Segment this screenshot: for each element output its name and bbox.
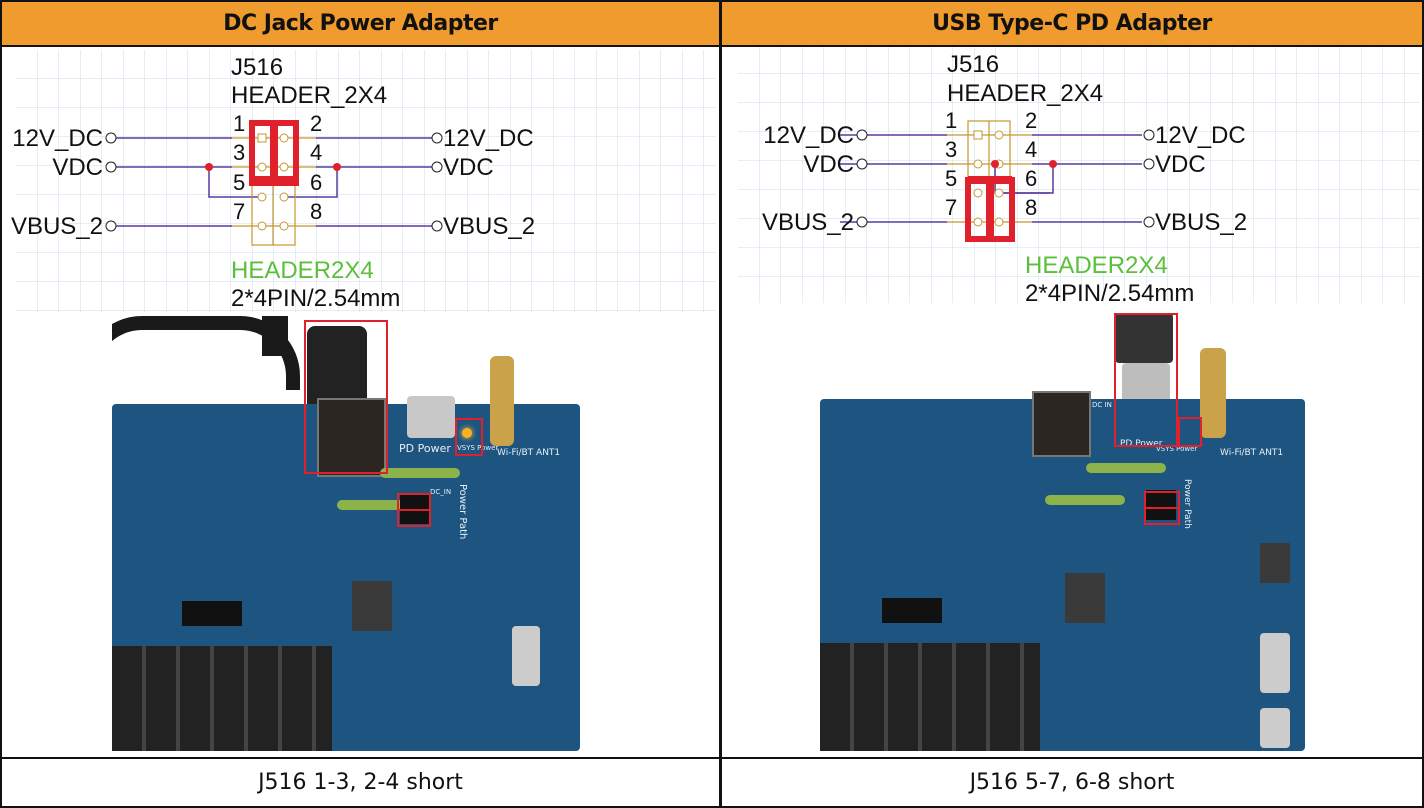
silk-dc-in: DC IN: [1092, 401, 1112, 409]
pin-label: 5: [233, 170, 245, 195]
silk-antenna: Wi-Fi/BT ANT1: [497, 448, 561, 458]
usb-c-cable: [1115, 313, 1173, 363]
silk-antenna: Wi-Fi/BT ANT1: [1220, 448, 1284, 458]
pin-label: 6: [310, 170, 322, 195]
net-label: 12V_DC: [443, 125, 534, 152]
header-dc-jack: DC Jack Power Adapter: [2, 2, 719, 47]
schematic-usb-c: J516 HEADER_2X4 1 2 3 4 5 6 7 8 12V_DC V…: [722, 45, 1422, 312]
net-label: 12V_DC: [763, 122, 854, 149]
net-label: VDC: [443, 154, 494, 181]
net-label: VDC: [803, 151, 854, 178]
dc-jack: [317, 398, 386, 477]
part-name: HEADER_2X4: [947, 80, 1103, 107]
footprint-name: HEADER2X4: [231, 257, 374, 284]
net-label: VBUS_2: [1155, 209, 1247, 236]
highlight-jumper-2: [397, 509, 431, 527]
pin-label: 8: [1025, 195, 1037, 220]
usb-c-port: [407, 396, 455, 438]
schematic-dc-jack: J516 HEADER_2X4 1 2 3 4 5 6 7 8 12V_DC V…: [2, 47, 719, 312]
highlight-led: [455, 418, 483, 456]
ref-designator: J516: [947, 51, 999, 78]
footprint-desc: 2*4PIN/2.54mm: [1025, 280, 1194, 307]
highlight-led: [1178, 417, 1202, 447]
pin-label: 3: [233, 140, 245, 165]
pin-label: 6: [1025, 166, 1037, 191]
part-name: HEADER_2X4: [231, 82, 387, 109]
board-photo-usb-c: PD Power VSYS Power Wi-Fi/BT ANT1 DC IN …: [820, 313, 1305, 751]
pin-label: 3: [945, 137, 957, 162]
ref-designator: J516: [231, 54, 283, 81]
silk-dc-in: DC_IN: [430, 488, 452, 496]
net-label: 12V_DC: [12, 125, 103, 152]
silk-power-path: Power Path: [1182, 479, 1192, 529]
highlight-usb-c-plug: [1114, 313, 1178, 447]
silk-pd-power: PD Power: [1120, 439, 1163, 449]
footprint-desc: 2*4PIN/2.54mm: [231, 285, 400, 312]
silk-power-path: Power Path: [457, 484, 468, 540]
net-label: VBUS_2: [11, 213, 103, 240]
pin-label: 7: [945, 195, 957, 220]
pin-label: 7: [233, 199, 245, 224]
heatsink: [820, 643, 1040, 751]
pin-label: 5: [945, 166, 957, 191]
pin-label: 4: [310, 140, 322, 165]
silk-pd-power: PD Power: [399, 442, 451, 455]
footprint-name: HEADER2X4: [1025, 252, 1168, 279]
antenna-connector: [1200, 348, 1226, 438]
highlight-dc-plug: [304, 320, 388, 474]
column-divider: [719, 0, 722, 806]
net-label: VBUS_2: [762, 209, 854, 236]
silk-vsys: VSYS Power: [1156, 445, 1198, 453]
pin-label: 1: [233, 111, 245, 136]
net-label: VDC: [1155, 151, 1206, 178]
heatsink: [112, 646, 332, 751]
pin-label: 4: [1025, 137, 1037, 162]
pin-label: 2: [1025, 108, 1037, 133]
led: [462, 428, 472, 438]
dc-jack: [1032, 391, 1091, 457]
net-label: 12V_DC: [1155, 122, 1246, 149]
board-photo-dc-jack: PD Power VSYS Power Wi-Fi/BT ANT1 DC_IN …: [112, 316, 580, 751]
silk-vsys: VSYS Power: [457, 444, 499, 452]
pin-label: 1: [945, 108, 957, 133]
highlight-jumper-2: [1144, 507, 1180, 525]
antenna-connector: [490, 356, 514, 446]
pin-label: 2: [310, 111, 322, 136]
jumper-j516: [1146, 490, 1176, 520]
net-label: VDC: [52, 154, 103, 181]
pin-label: 8: [310, 199, 322, 224]
caption-usb-c: J516 5-7, 6-8 short: [722, 757, 1422, 806]
caption-dc-jack: J516 1-3, 2-4 short: [2, 757, 719, 806]
header-usb-c: USB Type-C PD Adapter: [722, 2, 1422, 47]
net-label: VBUS_2: [443, 213, 535, 240]
